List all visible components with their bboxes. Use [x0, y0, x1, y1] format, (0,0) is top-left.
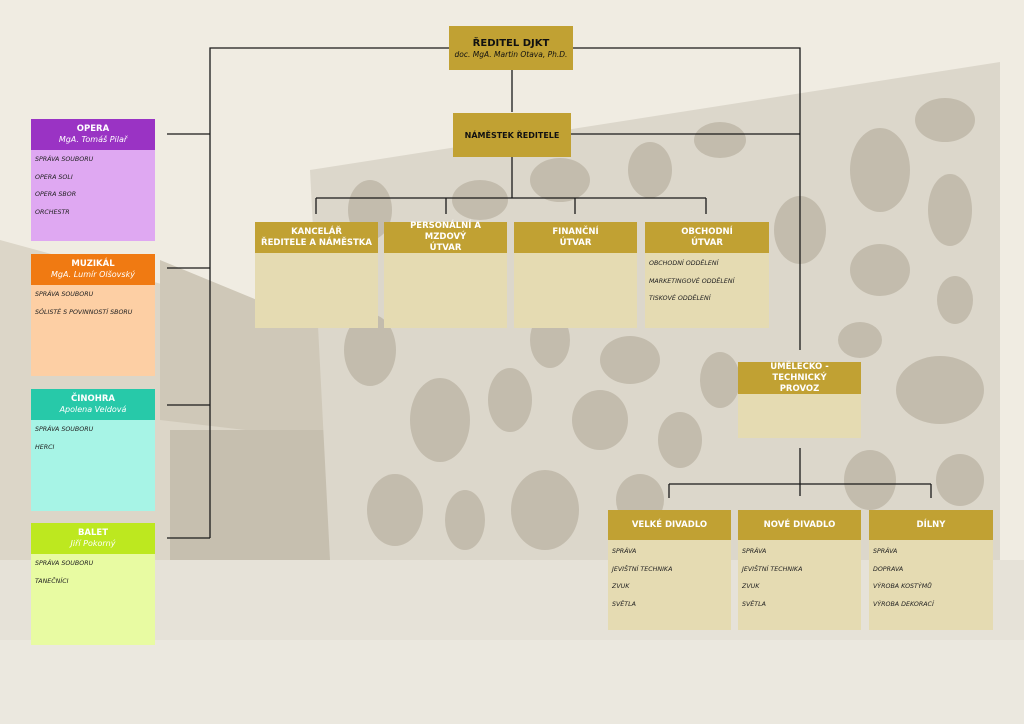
technical-operations-box: Umělecko - technický provoz [738, 362, 861, 438]
department-title-1: Finanční [552, 226, 599, 237]
department-personalni: Personální a mzdový útvar [384, 221, 507, 328]
department-title-2: útvar [559, 237, 592, 248]
ensemble-body: správa souboru tanečníci [31, 554, 155, 645]
department-body: obchodní oddělení marketingové oddělení … [645, 253, 769, 328]
list-item: správa souboru [35, 560, 94, 567]
department-header: Personální a mzdový útvar [384, 221, 507, 253]
unit-title: Nové divadlo [763, 519, 836, 530]
list-item: správa [612, 548, 637, 555]
list-item: tanečníci [35, 577, 69, 585]
list-item: správa souboru [35, 291, 94, 298]
department-kancelar: Kancelář ředitele a náměstka [255, 222, 378, 328]
department-header: Obchodní útvar [645, 222, 769, 253]
unit-nove-divadlo: Nové divadlo správa jevištní technika zv… [738, 510, 861, 630]
unit-body: správa jevištní technika zvuk světla [738, 540, 861, 630]
ensemble-title: Opera [76, 124, 110, 134]
ensemble-header: Opera MgA. Tomáš Pilař [31, 119, 155, 150]
list-item: herci [35, 443, 55, 451]
unit-velke-divadlo: Velké divadlo správa jevištní technika z… [608, 510, 731, 630]
unit-body: správa doprava výroba kostýmů výroba dek… [869, 540, 993, 630]
unit-body: správa jevištní technika zvuk světla [608, 540, 731, 630]
list-item: doprava [873, 565, 904, 573]
director-box: Ředitel DJKT doc. MgA. Martin Otava, Ph.… [449, 26, 573, 70]
department-title-2: ředitele a náměstka [261, 237, 372, 248]
technical-title-1: Umělecko - technický [770, 361, 829, 383]
ensemble-title: Balet [77, 528, 109, 538]
list-item: sólisté s povinností sboru [35, 308, 133, 316]
list-item: zvuk [612, 583, 630, 590]
ensemble-head-name: MgA. Tomáš Pilař [58, 135, 128, 144]
department-title-1: Personální a mzdový [410, 221, 481, 242]
department-title-1: Kancelář [291, 226, 342, 237]
list-item: jevištní technika [612, 565, 673, 573]
unit-title: Dílny [916, 519, 946, 530]
list-item: tiskové oddělení [649, 295, 711, 302]
department-body [384, 253, 507, 328]
department-body [255, 253, 378, 328]
ensemble-title: Činohra [71, 394, 115, 404]
list-item: opera sbor [35, 191, 77, 198]
ensemble-title: Muzikál [71, 259, 115, 269]
ensemble-head-name: MgA. Lumír Olšovský [51, 270, 135, 279]
technical-body [738, 394, 861, 438]
director-name: doc. MgA. Martin Otava, Ph.D. [454, 49, 568, 59]
department-obchodni: Obchodní útvar obchodní oddělení marketi… [645, 222, 769, 328]
list-item: jevištní technika [742, 565, 803, 573]
list-item: marketingové oddělení [649, 277, 735, 285]
ensemble-head-name: Apolena Veldová [59, 405, 127, 414]
deputy-box: Náměstek ředitele [453, 113, 571, 157]
ensemble-head-name: Jiří Pokorný [70, 539, 116, 548]
ensemble-body: správa souboru opera soli opera sbor orc… [31, 150, 155, 241]
list-item: správa souboru [35, 426, 94, 433]
unit-title: Velké divadlo [631, 519, 708, 530]
list-item: obchodní oddělení [649, 260, 719, 267]
department-body [514, 253, 637, 328]
unit-header: Dílny [869, 510, 993, 540]
list-item: orchestr [35, 208, 70, 216]
unit-header: Velké divadlo [608, 510, 731, 540]
department-title-2: útvar [429, 243, 462, 253]
ensemble-balet: Balet Jiří Pokorný správa souboru tanečn… [31, 523, 155, 645]
list-item: výroba kostýmů [873, 583, 932, 590]
department-header: Kancelář ředitele a náměstka [255, 222, 378, 253]
ensemble-opera: Opera MgA. Tomáš Pilař správa souboru op… [31, 119, 155, 241]
department-title-2: útvar [691, 237, 723, 248]
department-header: Finanční útvar [514, 222, 637, 253]
ensemble-cinohra: Činohra Apolena Veldová správa souboru h… [31, 389, 155, 511]
director-title: Ředitel DJKT [472, 37, 550, 49]
unit-dilny: Dílny správa doprava výroba kostýmů výro… [869, 510, 993, 630]
technical-header: Umělecko - technický provoz [738, 362, 861, 394]
ensemble-body: správa souboru sólisté s povinností sbor… [31, 285, 155, 376]
list-item: světla [612, 600, 636, 608]
ensemble-header: Činohra Apolena Veldová [31, 389, 155, 420]
deputy-title: Náměstek ředitele [464, 130, 560, 140]
ensemble-body: správa souboru herci [31, 420, 155, 511]
list-item: správa souboru [35, 156, 94, 163]
list-item: zvuk [742, 583, 760, 590]
technical-title-2: provoz [779, 383, 820, 394]
ensemble-header: Muzikál MgA. Lumír Olšovský [31, 254, 155, 285]
unit-header: Nové divadlo [738, 510, 861, 540]
department-financni: Finanční útvar [514, 222, 637, 328]
department-title-1: Obchodní [681, 226, 733, 237]
list-item: opera soli [35, 173, 73, 181]
list-item: světla [742, 600, 766, 608]
ensemble-header: Balet Jiří Pokorný [31, 523, 155, 554]
ensemble-muzikal: Muzikál MgA. Lumír Olšovský správa soubo… [31, 254, 155, 376]
list-item: správa [873, 548, 898, 555]
list-item: správa [742, 548, 767, 555]
list-item: výroba dekorací [873, 600, 934, 608]
